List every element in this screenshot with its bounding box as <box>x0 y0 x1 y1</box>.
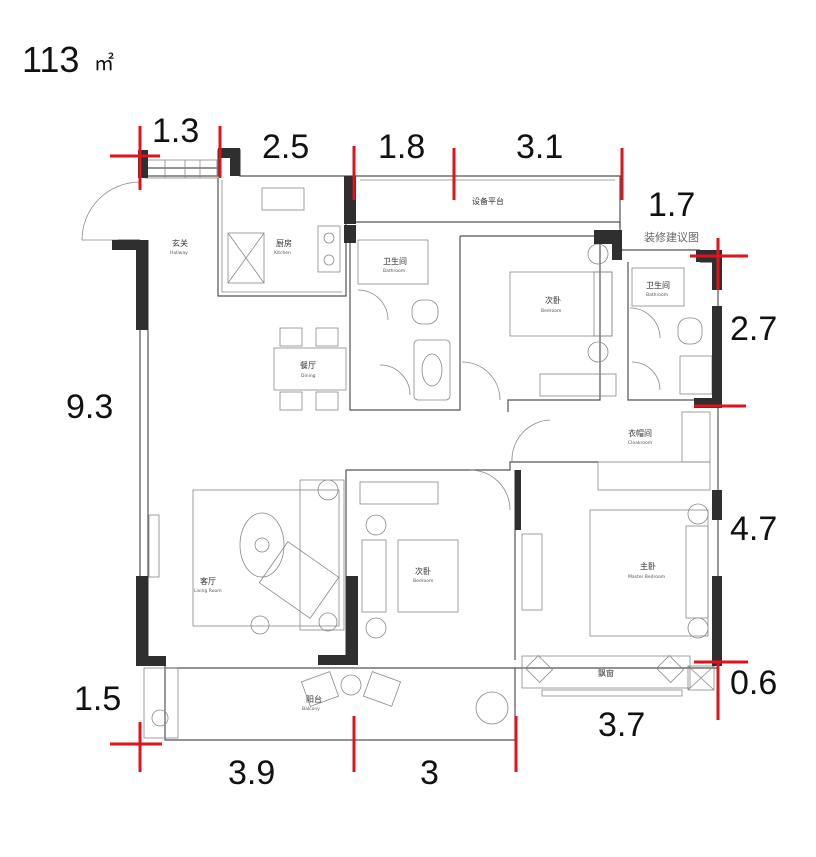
dim-top-2: 2.5 <box>262 128 309 166</box>
room-label-cloakroom: 衣帽间 <box>628 428 652 438</box>
dim-top-3: 1.8 <box>378 128 425 166</box>
room-label-dining: 餐厅 <box>300 361 316 370</box>
dim-right-3: 4.7 <box>730 510 777 548</box>
dimension-markers <box>110 126 748 772</box>
room-label-master: 主卧 <box>640 561 656 571</box>
dim-left-2: 1.5 <box>74 680 121 718</box>
room-label-bath1-en: Bathroom <box>383 268 405 274</box>
room-label-bed-north: 次卧 <box>545 295 561 305</box>
area-value: 113 <box>22 39 79 80</box>
dim-right-4: 0.6 <box>730 664 777 702</box>
room-label-cloakroom-en: Cloakroom <box>628 440 652 446</box>
dim-right-2: 2.7 <box>730 310 777 348</box>
room-label-bed-mid: 次卧 <box>415 566 431 576</box>
room-labels: 玄关 Hallway 厨房 Kitchen 卫生间 Bathroom 次卧 Be… <box>170 196 670 712</box>
room-label-bed-mid-en: Bedroom <box>413 578 433 584</box>
room-label-bath2-en: Bathroom <box>646 292 668 298</box>
room-label-bath2: 卫生间 <box>646 280 670 290</box>
dim-left-1: 9.3 <box>66 388 113 426</box>
room-label-hallway: 玄关 <box>172 238 188 248</box>
dim-bottom-2: 3 <box>420 754 439 792</box>
room-label-living: 客厅 <box>200 576 216 586</box>
room-label-kitchen: 厨房 <box>276 238 292 248</box>
room-label-living-en: Living Room <box>194 588 222 594</box>
room-label-balcony-en: Balcony <box>302 706 320 712</box>
decoration-note: 装修建议图 <box>644 230 699 244</box>
room-label-bed-north-en: Bedroom <box>541 308 561 314</box>
room-label-hallway-en: Hallway <box>170 250 188 256</box>
room-label-master-en: Master Bedroom <box>628 574 665 580</box>
dim-right-1: 1.7 <box>648 186 695 224</box>
dim-top-1: 1.3 <box>152 112 199 150</box>
room-label-bath1: 卫生间 <box>383 256 407 266</box>
room-label-window-bay: 飘窗 <box>598 668 614 678</box>
dim-bottom-1: 3.9 <box>228 754 275 792</box>
dim-top-4: 3.1 <box>516 128 563 166</box>
room-label-kitchen-en: Kitchen <box>274 250 291 256</box>
area-unit: ㎡ <box>94 51 114 75</box>
room-label-platform: 设备平台 <box>472 196 504 206</box>
room-label-balcony: 阳台 <box>306 694 322 704</box>
dim-bottom-3: 3.7 <box>598 706 645 744</box>
room-label-dining-en: Dining <box>301 373 316 379</box>
dimension-labels: 1.3 2.5 1.8 3.1 1.7 2.7 4.7 0.6 9.3 1.5 … <box>66 112 777 792</box>
